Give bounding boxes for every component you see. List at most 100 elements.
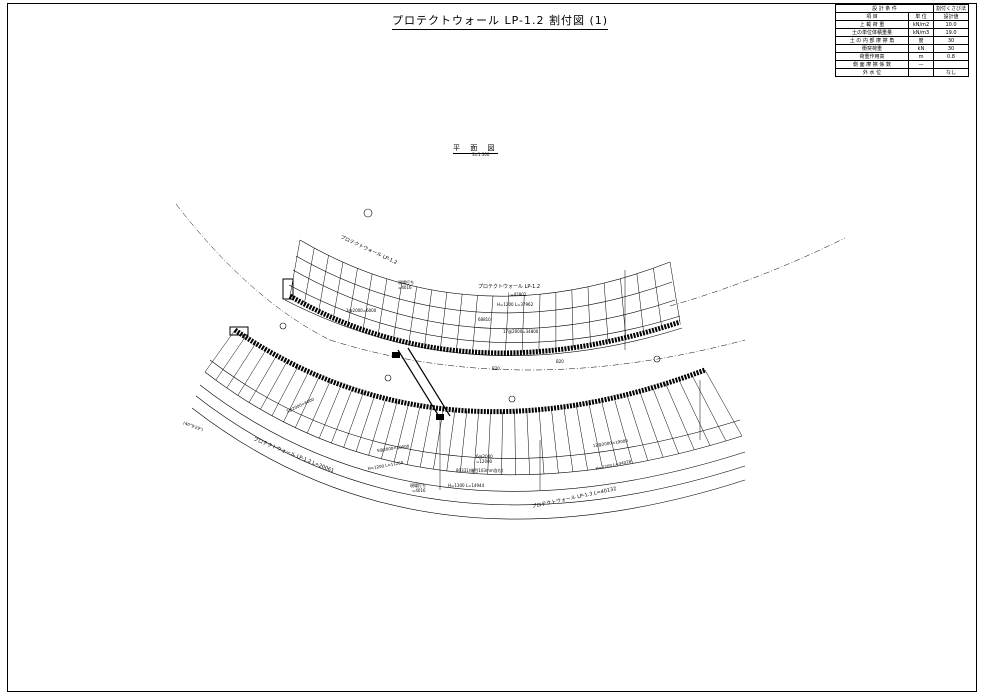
radial-tick xyxy=(446,409,456,472)
radial-tick xyxy=(393,283,402,340)
label-80331: 80331(継目103mm含む) xyxy=(456,467,504,473)
radial-tick xyxy=(248,355,277,403)
label-68810: 68810 xyxy=(478,317,491,322)
radial-tick xyxy=(318,255,329,312)
label-6-2000: 6@2000 xyxy=(476,454,493,459)
radial-tick xyxy=(704,369,743,437)
radial-tick xyxy=(393,403,409,462)
label-wall-upper: プロテクトウォール LP-1.2 xyxy=(478,283,540,290)
radial-tick xyxy=(408,286,417,343)
label-4016-upper: =4016 xyxy=(398,285,412,290)
radial-tick xyxy=(377,278,388,335)
label-12000: =12000 xyxy=(476,459,493,464)
radial-tick xyxy=(289,239,301,297)
radial-tick xyxy=(459,410,468,473)
radial-tick xyxy=(501,411,503,475)
end-block-upper xyxy=(282,278,294,300)
radial-tick xyxy=(331,388,353,444)
label-spacing-19000: 12@2000=19000 xyxy=(592,438,628,448)
radial-tick xyxy=(333,262,344,319)
radial-tick xyxy=(587,286,591,345)
radial-tick xyxy=(472,295,478,353)
radial-tick xyxy=(226,343,256,389)
plan-view-title: 平 面 図 xyxy=(453,144,499,154)
radial-tick xyxy=(691,374,727,442)
radial-tick xyxy=(538,294,541,352)
label-h1200-37962: H=1200 L=37962 xyxy=(497,302,534,307)
joint-marker xyxy=(392,352,400,358)
radial-tick xyxy=(487,411,491,475)
radial-tick xyxy=(304,247,315,304)
radial-tick xyxy=(636,273,644,334)
label-spacing-6000b: 3@2000=6000 xyxy=(346,308,377,313)
radial-tick xyxy=(473,411,479,474)
label-b20b: B20 xyxy=(556,359,564,364)
survey-marker xyxy=(279,322,287,330)
radial-tick xyxy=(237,349,267,396)
radial-tick xyxy=(295,376,320,428)
radial-tick xyxy=(514,411,516,475)
label-angle: (40°9'29") xyxy=(183,420,205,432)
radial-tick xyxy=(456,294,463,351)
radial-tick xyxy=(653,268,663,328)
label-site-cast-upper: 現場打ち xyxy=(398,279,414,285)
radial-tick xyxy=(639,391,664,458)
drawing-title: プロテクトウォール LP-1.2 割付図 (1) xyxy=(392,12,609,30)
radial-tick xyxy=(283,371,309,423)
label-h1300-14944: H=1300 L=14944 xyxy=(448,483,485,488)
radial-tick xyxy=(362,273,373,330)
radial-tick xyxy=(603,283,609,342)
radial-tick xyxy=(613,397,633,464)
radial-tick xyxy=(601,400,618,467)
radial-tick xyxy=(576,404,588,471)
radial-tick xyxy=(551,408,559,474)
label-wall-upper-length: L=42802 xyxy=(508,292,527,297)
end-block-lower xyxy=(229,326,249,336)
drawing-frame xyxy=(7,3,977,692)
radial-tick xyxy=(406,405,421,465)
radial-tick xyxy=(215,336,246,381)
dimension-lines xyxy=(439,270,701,490)
radial-tick xyxy=(626,394,649,461)
label-wall-upper-left: プロテクトウォール LP-1.2 xyxy=(339,233,398,266)
radial-tick xyxy=(204,329,236,373)
lower-wall xyxy=(191,359,746,520)
connector-section xyxy=(397,347,451,419)
radial-tick xyxy=(571,289,574,348)
plan-view-scale: S=1:300 xyxy=(472,152,490,157)
radial-tick xyxy=(521,295,525,353)
survey-marker xyxy=(508,395,516,403)
radial-tick xyxy=(271,366,299,416)
radial-tick xyxy=(488,296,494,353)
table-row: 外 水 位なし xyxy=(835,68,970,77)
label-spacing-10000: 5@2000=10000 xyxy=(376,443,410,453)
radial-tick xyxy=(355,395,375,452)
joint-marker xyxy=(436,414,444,420)
radial-tick xyxy=(424,289,432,347)
label-spacing-6000a: 3@2000=6000 xyxy=(285,396,315,414)
radial-tick xyxy=(538,409,545,475)
centerline-outer xyxy=(175,203,331,341)
label-h1200-11260: H=1200 L=11260 xyxy=(367,460,404,471)
radial-tick xyxy=(563,406,574,472)
label-spacing-34800: 17@2000=34800 xyxy=(503,329,539,334)
radial-tick xyxy=(343,392,364,448)
radial-tick xyxy=(381,401,398,459)
radial-tick xyxy=(652,387,679,454)
upper-block-chain xyxy=(288,293,681,356)
label-wall-lower-right: プロテクトウォール LP-1.3 L=40132 xyxy=(531,485,617,510)
label-4016-lower: =4016 xyxy=(412,488,426,493)
radial-tick xyxy=(419,407,432,468)
label-site-cast-lower: 現場打ち xyxy=(410,482,426,488)
north-marker xyxy=(363,208,373,218)
label-wall-lower-left: プロテクトウォール LP-1.2 L=20061 xyxy=(252,435,335,474)
radial-tick xyxy=(433,408,444,470)
centerline-middle xyxy=(329,339,746,371)
radial-tick xyxy=(678,379,711,446)
radial-tick xyxy=(368,398,387,456)
lower-block-chain xyxy=(233,327,706,415)
centerline-right xyxy=(669,237,846,307)
label-b20: B20 xyxy=(492,366,500,371)
